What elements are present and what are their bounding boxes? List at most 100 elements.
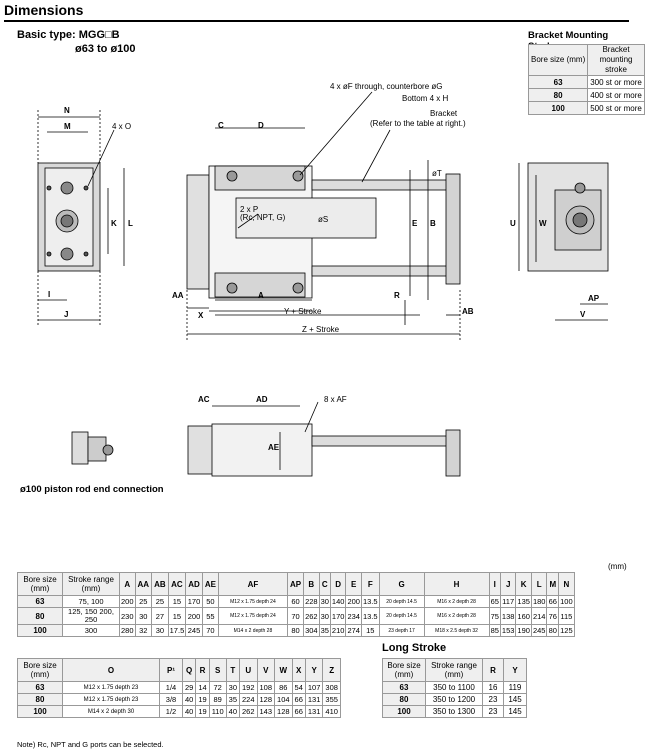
- cell: 35: [225, 693, 241, 706]
- cell: 14: [195, 681, 210, 694]
- header-cell: AD: [185, 572, 203, 596]
- label-S: øS: [318, 215, 328, 224]
- cell: M18 x 2.5 depth 32: [423, 624, 490, 637]
- cell: 228: [303, 595, 320, 608]
- header-cell: E: [345, 572, 362, 596]
- cell: 15: [360, 624, 380, 637]
- header-cell: Y: [503, 658, 527, 682]
- bracket-stroke: 500 st or more: [587, 101, 645, 115]
- rod-end-plate: [445, 173, 461, 285]
- header-cell: H: [423, 572, 490, 596]
- cell: 30: [151, 624, 169, 637]
- header-cell: L: [530, 572, 548, 596]
- bore-range: ø63 to ø100: [75, 43, 136, 55]
- cell: 65: [488, 595, 501, 608]
- cell: 190: [515, 624, 532, 637]
- cell: M12 x 1.75 depth 24: [217, 607, 288, 625]
- header-cell: R: [195, 658, 210, 682]
- cell: 1/4: [159, 681, 183, 694]
- cell: 19: [195, 705, 210, 718]
- callout-P: 2 x P: [240, 205, 258, 214]
- table-header-row: Bore size (mm) Stroke range (mm) A AA AB…: [17, 572, 575, 596]
- cell: 160: [515, 607, 532, 625]
- cell: 89: [208, 693, 227, 706]
- cell: 125, 150 200, 250: [62, 607, 120, 625]
- label-T: øT: [432, 169, 442, 178]
- label-AD: AD: [256, 395, 268, 404]
- cell: 274: [345, 624, 362, 637]
- header-stroke: Stroke range (mm): [62, 572, 120, 596]
- header-cell: AP: [286, 572, 305, 596]
- cell: M14 x 2 depth 28: [217, 624, 288, 637]
- front-view: [37, 110, 125, 325]
- cell: 85: [488, 624, 501, 637]
- callout-AF: 8 x AF: [324, 395, 347, 404]
- cell: 224: [239, 693, 258, 706]
- cell-bore: 63: [17, 595, 63, 608]
- cell: 15: [167, 595, 187, 608]
- label-AA: AA: [172, 291, 184, 300]
- page-title: Dimensions: [4, 2, 84, 18]
- cell: 66: [291, 705, 306, 718]
- cell: 29: [181, 681, 197, 694]
- cell: 75, 100: [62, 595, 120, 608]
- cell: 66: [291, 693, 306, 706]
- bottom-body: [211, 423, 313, 477]
- cell: 350 to 1200: [425, 693, 483, 706]
- cell: 170: [329, 607, 347, 625]
- port-icon: [60, 247, 74, 261]
- cell: 40: [181, 693, 197, 706]
- header-cell: AC: [167, 572, 187, 596]
- cell: 135: [515, 595, 532, 608]
- cell: M14 x 2 depth 30: [62, 705, 160, 718]
- cell: 86: [274, 681, 293, 694]
- cell: 131: [304, 693, 324, 706]
- header-cell: AF: [217, 572, 288, 596]
- cell: M16 x 2 depth 28: [423, 595, 490, 608]
- table-row: 80 M12 x 1.75 depth 23 3/8 40 19 89 35 2…: [17, 693, 341, 706]
- header-cell: AE: [201, 572, 219, 596]
- cell: 280: [119, 624, 136, 637]
- label-R: R: [394, 291, 400, 300]
- header-cell: X: [291, 658, 306, 682]
- header-cell: O: [62, 658, 160, 682]
- label-V: V: [580, 310, 586, 319]
- cell: 23: [482, 693, 504, 706]
- cell-bore: 100: [17, 624, 63, 637]
- table-row: 100 300 280 32 30 17.5 245 70 M14 x 2 de…: [17, 624, 575, 637]
- bolt-hole-icon: [46, 185, 52, 191]
- header-cell: N: [558, 572, 575, 596]
- header-cell: T: [225, 658, 241, 682]
- cell: 300: [62, 624, 120, 637]
- label-L: L: [128, 219, 133, 228]
- header-cell: D: [329, 572, 347, 596]
- header-cell: Q: [181, 658, 197, 682]
- cell: 17.5: [167, 624, 187, 637]
- cell: 245: [185, 624, 203, 637]
- rod-end-caption: ø100 piston rod end connection: [20, 484, 164, 495]
- cell: 200: [119, 595, 136, 608]
- cell: 80: [546, 624, 560, 637]
- callout-bracket-ref: (Refer to the table at right.): [370, 119, 466, 128]
- cell: 100: [558, 595, 575, 608]
- cell: M16 x 2 depth 28: [423, 607, 490, 625]
- bolt-hole-icon: [46, 251, 52, 257]
- side-view: [186, 91, 461, 340]
- label-D: D: [258, 121, 264, 130]
- label-M: M: [64, 122, 71, 131]
- cell: 30: [318, 607, 331, 625]
- header-cell: P¹: [159, 658, 183, 682]
- guide-rod-top: [311, 179, 457, 191]
- title-divider: [4, 20, 629, 22]
- cell: 140: [329, 595, 347, 608]
- cell: 262: [239, 705, 258, 718]
- bracket-mounting-table: Bore size (mm)Bracket mounting stroke 63…: [527, 44, 645, 115]
- label-E: E: [412, 219, 418, 228]
- cell: 115: [558, 607, 575, 625]
- cell: 40: [181, 705, 197, 718]
- long-stroke-title: Long Stroke: [382, 642, 447, 654]
- cell: 350 to 1300: [425, 705, 483, 718]
- end-view: [518, 162, 609, 321]
- cell: 131: [304, 705, 324, 718]
- cell-bore: 100: [382, 705, 426, 718]
